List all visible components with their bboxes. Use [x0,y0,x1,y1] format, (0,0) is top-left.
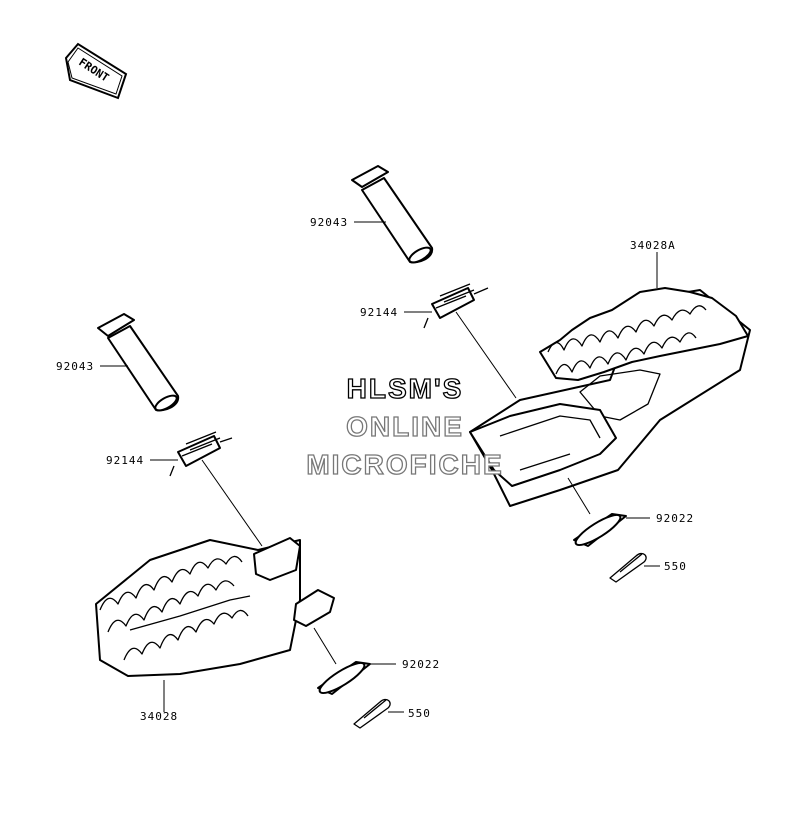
label-footpeg-right: 34028A [630,239,676,252]
spring-right [423,283,489,329]
watermark-line-3: MICROFICHE [306,449,503,480]
label-cotter-right: 550 [664,560,687,573]
label-cotter-left: 550 [408,707,431,720]
cotter-pin-right [609,552,647,583]
watermark-line-1: HLSM'S [347,373,464,404]
label-washer-right: 92022 [656,512,694,525]
front-arrow-badge: FRONT [64,42,128,100]
label-washer-left: 92022 [402,658,440,671]
spring-left [169,431,233,477]
label-footpeg-left: 34028 [140,710,178,723]
label-pin-left: 92043 [56,360,94,373]
cotter-pin-left [353,698,391,729]
watermark-line-2: ONLINE [346,411,464,442]
label-spring-right: 92144 [360,306,398,319]
washer-right [573,513,627,547]
pin-right [351,165,434,264]
label-pin-right: 92043 [310,216,348,229]
watermark: HLSM'S ONLINE MICROFICHE [306,372,503,480]
pin-left [97,313,180,412]
footpeg-left [95,537,335,677]
washer-left [317,661,371,695]
label-spring-left: 92144 [106,454,144,467]
footpeg-right [469,287,751,507]
